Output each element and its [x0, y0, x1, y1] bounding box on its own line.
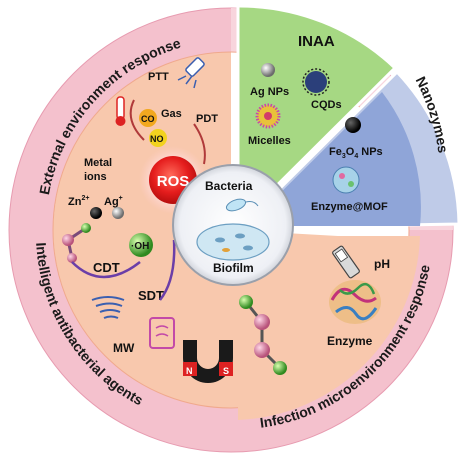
- ros-label: ROS: [157, 173, 190, 190]
- ag-nps-icon: [261, 63, 275, 77]
- cdt-molecule-icon: [62, 223, 91, 263]
- co-icon: [139, 109, 157, 127]
- no-label: NO: [150, 134, 164, 144]
- pdt-arrow: [193, 123, 206, 165]
- micelles-label: Micelles: [248, 135, 291, 147]
- biofilm-label: Biofilm: [213, 261, 254, 275]
- cdt-label: CDT: [93, 260, 120, 275]
- ptt-label: PTT: [148, 71, 169, 83]
- ph-label: pH: [374, 257, 390, 271]
- mw-label: MW: [113, 341, 135, 355]
- biofilm-icon: [196, 223, 270, 261]
- cqds-icon: [302, 68, 330, 96]
- oh-label: ·OH: [131, 241, 149, 252]
- cqds-label: CQDs: [311, 99, 342, 111]
- magnet-icon: [183, 340, 233, 383]
- co-label: CO: [141, 114, 155, 124]
- ag-ion-icon: [112, 207, 124, 219]
- ag-nps-label: Ag NPs: [250, 86, 289, 98]
- inaa-sector: [236, 4, 398, 228]
- metal-ions-label-1: Metal: [84, 157, 112, 169]
- flashlight-icon: [177, 57, 205, 89]
- micelles-icon: [255, 103, 281, 129]
- microwave-icon: [149, 317, 175, 349]
- zn-label: Zn2+: [68, 195, 89, 208]
- peroxide-molecule-icon: [239, 295, 287, 375]
- fe3o4-icon: [345, 117, 361, 133]
- cdt-arrow: [71, 261, 141, 279]
- inaa-title: INAA: [298, 33, 335, 50]
- enzyme-mof-label: Enzyme@MOF: [311, 201, 388, 213]
- enzyme-mof-icon: [332, 166, 360, 194]
- magnet-n-label: N: [186, 366, 193, 376]
- no-icon: [149, 129, 167, 147]
- ag-label: Ag+: [104, 195, 123, 208]
- oh-icon: [129, 233, 153, 257]
- bacteria-label: Bacteria: [205, 179, 253, 193]
- sdt-label: SDT: [138, 288, 164, 303]
- sdt-arrow: [159, 239, 176, 301]
- pdt-label: PDT: [196, 113, 218, 125]
- enzyme-protein-icon: [329, 280, 381, 324]
- gas-label: Gas: [161, 108, 182, 120]
- magnet-s-label: S: [223, 366, 229, 376]
- ph-meter-icon: [332, 245, 360, 279]
- enzyme-label: Enzyme: [327, 334, 373, 348]
- bacteria-icon: [225, 198, 259, 212]
- ultrasound-icon: [91, 296, 125, 319]
- zn-ion-icon: [90, 207, 102, 219]
- thermometer-icon: [115, 96, 126, 126]
- ptt-arrow: [129, 99, 145, 141]
- metal-ions-label-2: ions: [84, 171, 107, 183]
- fe3o4-label: Fe3O4 NPs: [329, 146, 383, 160]
